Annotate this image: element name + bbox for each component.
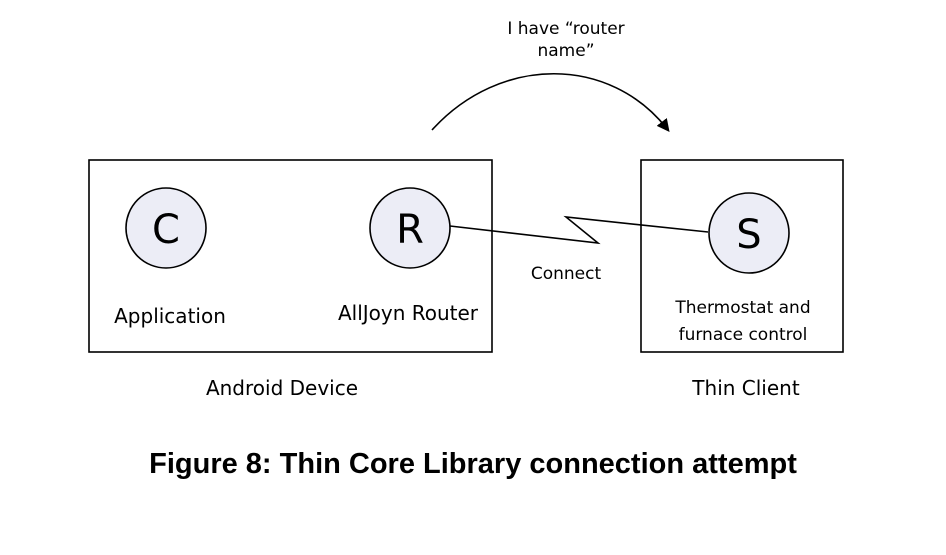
figure-caption: Figure 8: Thin Core Library connection a… bbox=[149, 448, 797, 480]
node-r bbox=[369, 187, 451, 269]
node-r-letter: R bbox=[396, 207, 424, 253]
connect-edge bbox=[449, 215, 709, 245]
thin-client-label: Thin Client bbox=[691, 376, 800, 400]
node-s bbox=[708, 192, 790, 274]
node-r-label: AllJoyn Router bbox=[338, 301, 479, 325]
node-s-letter: S bbox=[736, 212, 761, 258]
node-c-letter: C bbox=[152, 207, 180, 253]
node-c bbox=[125, 187, 207, 269]
advertise-label-line1: I have “router bbox=[507, 19, 624, 39]
node-s-label-line2: furnace control bbox=[679, 325, 808, 345]
advertise-arrow bbox=[431, 72, 670, 133]
android-device-label: Android Device bbox=[206, 376, 358, 400]
node-c-label: Application bbox=[114, 304, 226, 328]
node-s-label-line1: Thermostat and bbox=[674, 298, 810, 318]
advertise-label-line2: name” bbox=[537, 41, 594, 61]
connect-label: Connect bbox=[531, 264, 602, 284]
